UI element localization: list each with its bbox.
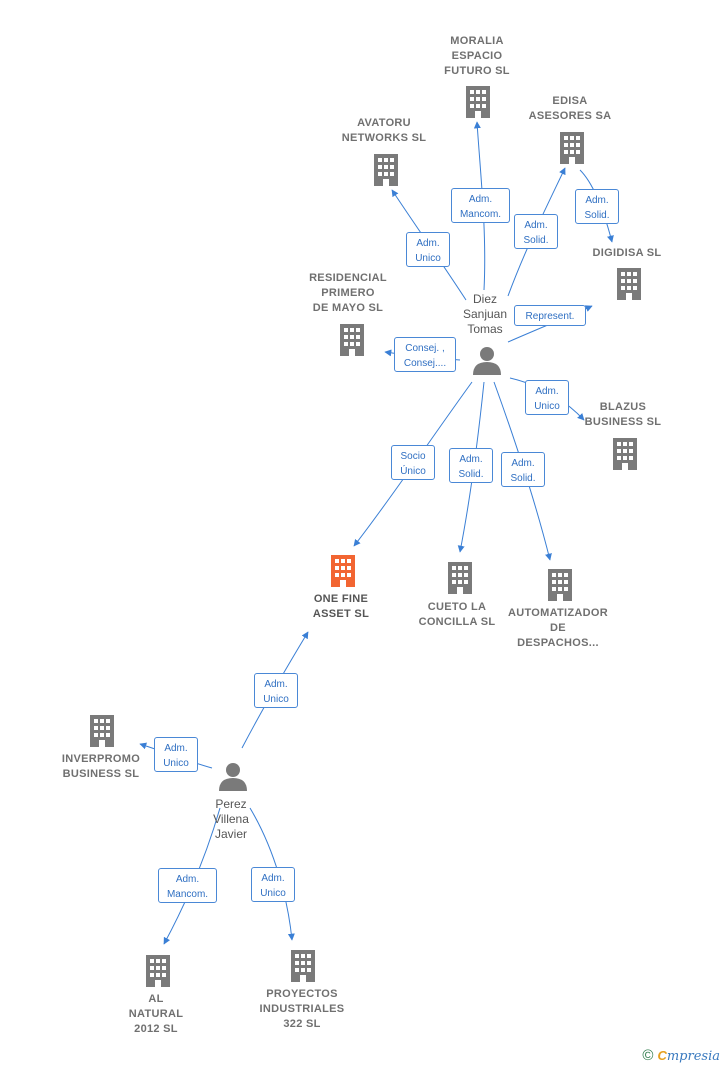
cueto-building-icon [448,562,472,594]
copyright-icon: © [642,1047,654,1064]
relation-label-diez-automatizador: Adm. Solid. [501,452,545,487]
brand-name: mpresia [666,1049,720,1064]
company-label-cueto[interactable]: CUETO LA CONCILLA SL [418,601,496,628]
onefine-building-icon [331,555,355,587]
company-label-onefine[interactable]: ONE FINE ASSET SL [312,593,370,620]
relation-label-diez-onefine: Socio Único [391,445,435,480]
company-label-automatizador[interactable]: AUTOMATIZADOR DE DESPACHOS... [507,607,609,649]
company-label-proyectos[interactable]: PROYECTOS INDUSTRIALES 322 SL [259,988,345,1030]
company-label-avatoru[interactable]: AVATORU NETWORKS SL [341,117,427,144]
company-label-residencial[interactable]: RESIDENCIAL PRIMERO DE MAYO SL [309,272,387,314]
company-label-alnatural[interactable]: AL NATURAL 2012 SL [128,993,184,1035]
relation-label-perez-proyectos: Adm. Unico [251,867,295,902]
diez-person-icon [473,347,501,375]
relation-label-diez-blazus: Adm. Unico [525,380,569,415]
proyectos-building-icon [291,950,315,982]
residencial-building-icon [340,324,364,356]
relation-label-perez-alnatural: Adm. Mancom. [158,868,217,903]
perez-person-icon [219,763,247,791]
edisa-building-icon [560,132,584,164]
blazus-building-icon [613,438,637,470]
company-label-digidisa[interactable]: DIGIDISA SL [592,247,662,259]
company-nodes [90,86,641,987]
brand-initial: C [657,1048,667,1063]
company-label-blazus[interactable]: BLAZUS BUSINESS SL [584,401,662,428]
person-label-diez[interactable]: Diez Sanjuan Tomas [462,292,508,336]
inverpromo-building-icon [90,715,114,747]
brand-footer[interactable]: ©Cmpresia [642,1047,720,1064]
relation-label-diez-digidisa: Represent. [514,305,586,326]
automatizador-building-icon [548,569,572,601]
alnatural-building-icon [146,955,170,987]
relation-label-diez-edisa: Adm. Solid. [514,214,558,249]
company-label-edisa[interactable]: EDISA ASESORES SA [528,95,612,122]
relation-label-diez-residencial: Consej. , Consej.... [394,337,456,372]
relation-label-perez-inverpromo: Adm. Unico [154,737,198,772]
avatoru-building-icon [374,154,398,186]
company-label-inverpromo[interactable]: INVERPROMO BUSINESS SL [61,753,141,780]
company-label-moralia[interactable]: MORALIA ESPACIO FUTURO SL [444,35,510,77]
relation-label-diez-avatoru: Adm. Unico [406,232,450,267]
moralia-building-icon [466,86,490,118]
relation-label-diez-cueto: Adm. Solid. [449,448,493,483]
relation-label-perez-onefine: Adm. Unico [254,673,298,708]
relation-label-edisa-digidisa: Adm. Solid. [575,189,619,224]
relation-label-diez-moralia: Adm. Mancom. [451,188,510,223]
digidisa-building-icon [617,268,641,300]
person-label-perez[interactable]: Perez Villena Javier [213,797,249,841]
